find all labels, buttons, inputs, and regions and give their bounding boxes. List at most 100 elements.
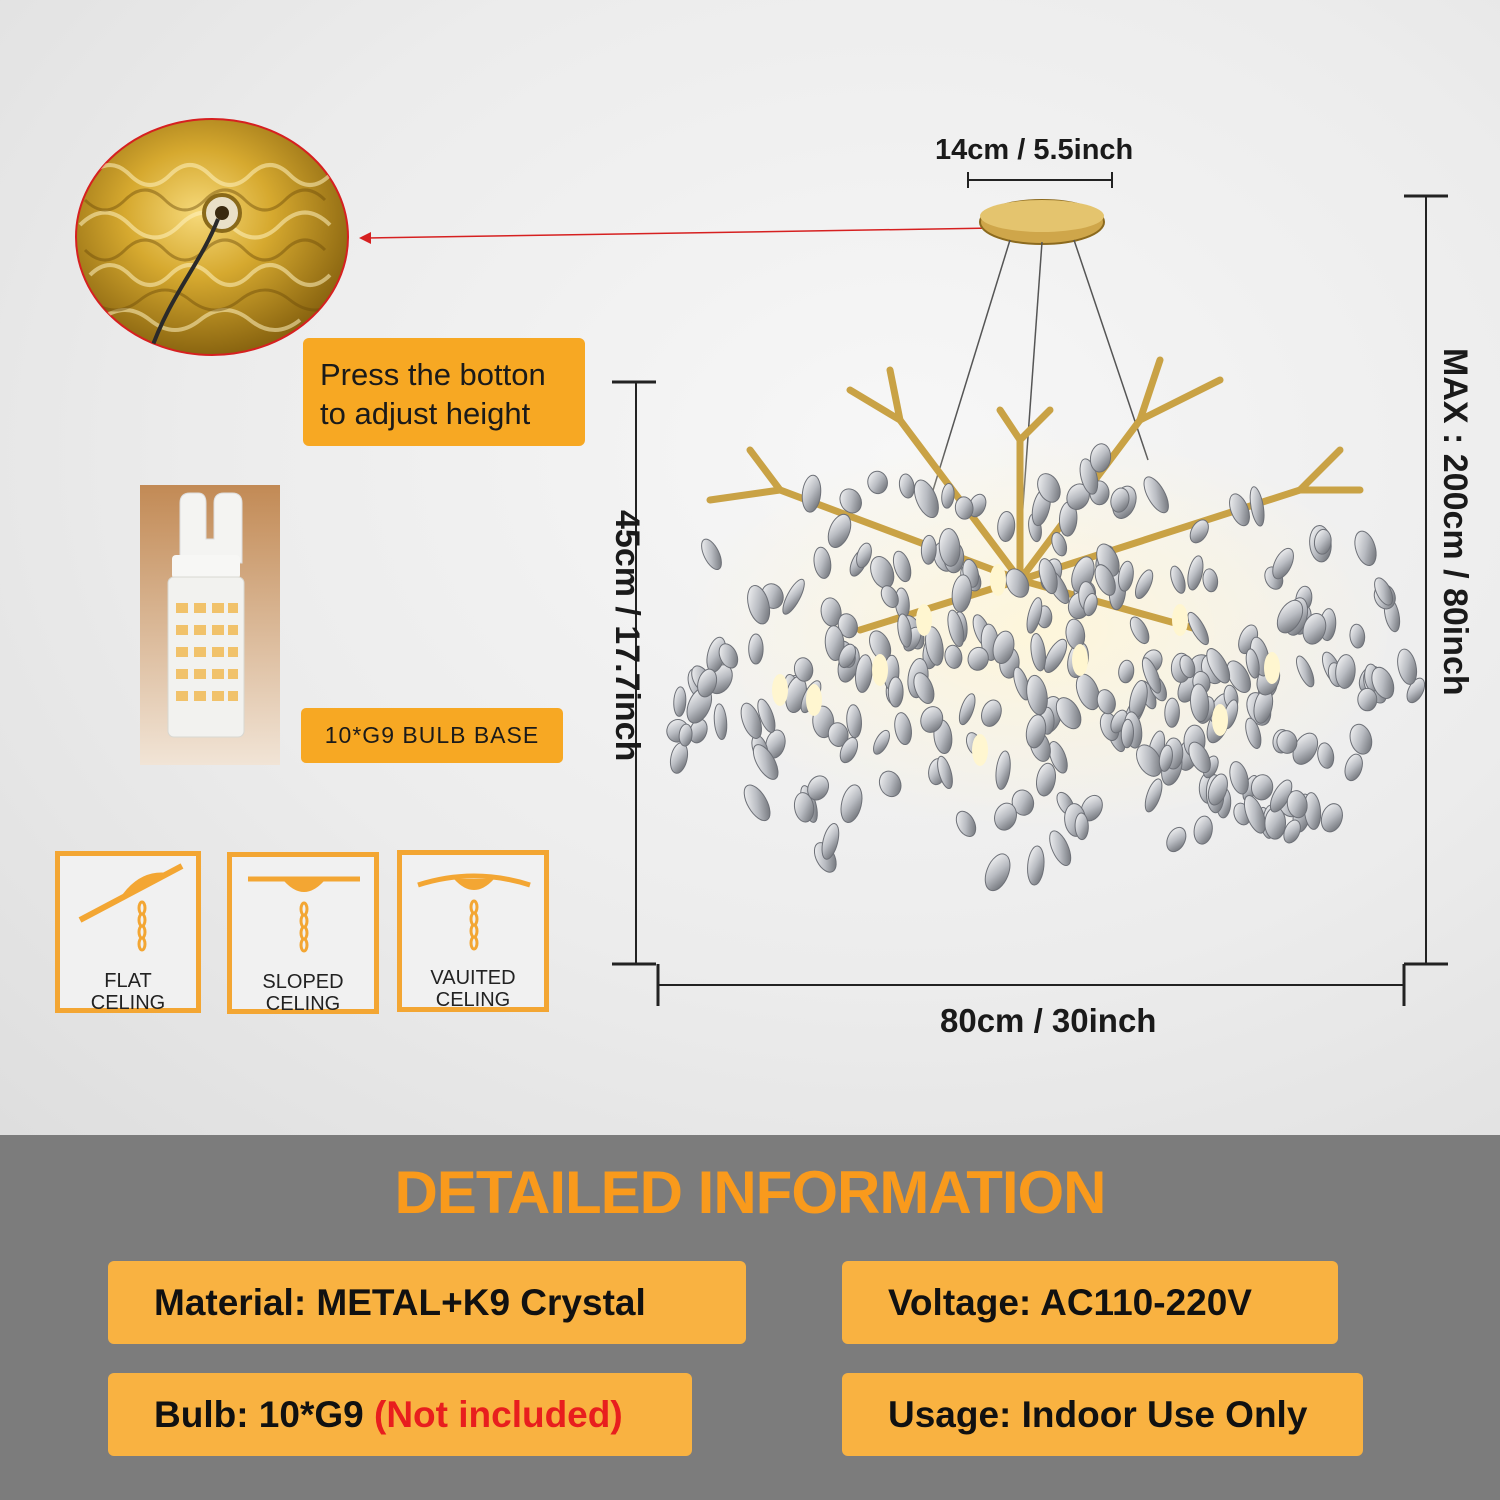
crystal-drop	[821, 823, 840, 860]
crystal-drop	[1250, 774, 1274, 801]
crystal-drop	[1313, 528, 1332, 555]
crystal-drop	[1134, 569, 1154, 600]
crystal-drop	[1048, 741, 1068, 774]
crystal-drop	[955, 810, 977, 838]
crystal-drop	[1187, 611, 1209, 646]
crystal-drop	[1188, 741, 1211, 774]
bulb-not-included-note: (Not included)	[374, 1393, 623, 1435]
crystal-drop	[954, 496, 974, 520]
canopy-width-label: 14cm / 5.5inch	[935, 134, 1134, 166]
bulb-base-label: 10*G9 BULB BASE	[301, 708, 563, 763]
crystal-drop	[1094, 564, 1116, 596]
crystal-drop	[697, 668, 718, 698]
crystal-drop	[1349, 623, 1366, 649]
crystal-drop	[1344, 753, 1363, 782]
crystal-drop	[1089, 443, 1112, 473]
crystal-drop	[1245, 648, 1260, 679]
crystal-drop	[913, 479, 939, 519]
crystal-drop	[856, 542, 872, 569]
canopy-closeup-image	[75, 118, 349, 356]
max-height-label: MAX : 200cm / 80inch	[1436, 348, 1474, 696]
crystal-drop	[887, 676, 904, 708]
crystal-drop	[747, 584, 771, 625]
vaulted-line-2: CELING	[435, 989, 511, 1011]
crystal-drop	[892, 550, 912, 583]
flat-ceiling-icon	[78, 863, 184, 952]
crystal-drop	[1144, 778, 1163, 813]
crystal-drop	[1357, 687, 1378, 712]
crystal-drop	[839, 737, 859, 764]
crystal-drop	[1189, 519, 1209, 544]
callout-line-1: Press the botton	[320, 357, 546, 392]
crystal-drop	[840, 784, 863, 824]
crystal-drop	[995, 750, 1011, 790]
crystal-drop	[897, 613, 912, 648]
crystal-drop	[1136, 744, 1163, 777]
crystal-drop	[1035, 762, 1057, 797]
crystal-drop	[920, 706, 944, 733]
flat-line-1: FLAT	[104, 970, 152, 992]
crystal-drop	[947, 609, 965, 647]
crystal-drop	[839, 488, 862, 514]
crystal-drop	[1206, 648, 1231, 684]
chandelier-image	[612, 172, 1448, 1006]
crystal-drop	[1189, 683, 1210, 723]
vaulted-ceiling-icon	[417, 873, 531, 951]
sloped-line-1: SLOPED	[262, 971, 344, 993]
crystal-drop	[1037, 473, 1061, 503]
crystal-drop	[1043, 638, 1068, 673]
pointer-arrow	[359, 227, 996, 244]
crystal-drop	[1083, 593, 1098, 617]
crystal-drop	[1027, 845, 1045, 886]
crystal-drop	[873, 729, 890, 755]
crystal-drop	[757, 698, 776, 733]
usage-info: Usage: Indoor Use Only	[842, 1373, 1363, 1456]
crystal-drop	[807, 775, 830, 801]
vaulted-line-1: VAUITED	[430, 967, 516, 989]
flat-ceiling-card: FLAT CELING	[55, 851, 201, 1014]
crystal-drop	[1283, 819, 1301, 844]
crystal-drop	[1117, 560, 1134, 592]
crystal-drop	[1187, 555, 1204, 591]
crystal-drop	[1158, 744, 1173, 772]
g9-bulb-image	[140, 485, 280, 765]
height-label: 45cm / 17.7inch	[608, 510, 646, 762]
crystal-drop	[1166, 826, 1187, 853]
crystal-drop	[992, 630, 1015, 664]
crystal-drop	[673, 686, 687, 717]
crystal-drop	[938, 528, 961, 567]
crystal-drop	[1096, 689, 1116, 715]
adjust-height-callout: Press the botton to adjust height	[303, 338, 585, 446]
crystal-drop	[1049, 830, 1072, 867]
crystal-drop	[846, 704, 862, 739]
crystal-drop	[1207, 773, 1228, 806]
crystal-drop	[824, 625, 845, 661]
crystal-drop	[1051, 532, 1068, 557]
crystal-drop	[1335, 654, 1356, 689]
crystal-drop	[1143, 476, 1169, 514]
crystal-drop	[951, 574, 972, 613]
crystal-drop	[1374, 577, 1394, 606]
crystal-drop	[1026, 674, 1048, 716]
crystal-drop	[941, 482, 955, 509]
crystal-drop	[1074, 812, 1089, 841]
crystal-drop	[713, 703, 728, 741]
crystal-drop	[678, 723, 693, 747]
crystal-drop	[793, 792, 815, 823]
crystal-drop	[967, 646, 989, 671]
crystal-drop	[894, 712, 912, 746]
crystal-drops	[666, 443, 1426, 892]
crystal-drop	[880, 585, 899, 608]
crystal-drop	[944, 644, 963, 669]
crystal-drop	[1038, 558, 1058, 595]
crystal-drop	[994, 802, 1017, 831]
crystal-drop	[878, 770, 902, 798]
crystal-drop	[913, 672, 935, 704]
crystal-drop	[1170, 565, 1186, 594]
crystal-drop	[1055, 697, 1082, 730]
details-heading: DETAILED INFORMATION	[394, 1159, 1106, 1226]
crystal-drop	[1296, 655, 1315, 688]
crystal-drop	[701, 538, 722, 570]
crystal-drop	[1349, 723, 1373, 755]
crystal-drop	[801, 474, 822, 513]
